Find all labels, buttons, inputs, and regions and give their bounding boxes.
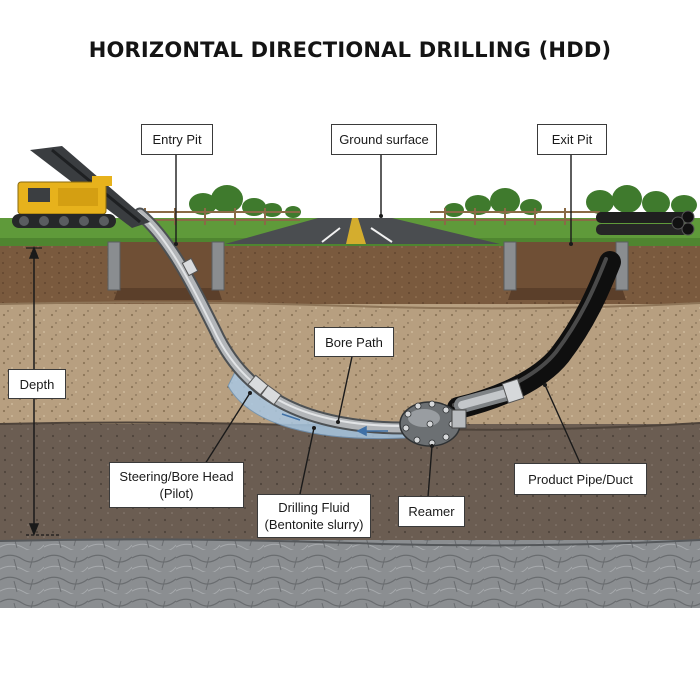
bore-path-text: Bore Path xyxy=(325,334,383,350)
steering-head-text-2: (Pilot) xyxy=(159,486,194,501)
ground-surface-label: Ground surface xyxy=(331,124,437,155)
ground-surface-text: Ground surface xyxy=(339,132,429,147)
bore-path-label: Bore Path xyxy=(314,327,394,357)
pipe-stack xyxy=(596,210,695,236)
product-pipe-label: Product Pipe/Duct xyxy=(514,463,647,495)
exit-pit-label: Exit Pit xyxy=(537,124,607,155)
fluid-flow-arrows xyxy=(281,413,388,437)
drill-rig xyxy=(12,146,150,228)
diagram-title: HORIZONTAL DIRECTIONAL DRILLING (HDD) xyxy=(88,38,612,62)
reamer-text: Reamer xyxy=(408,504,455,519)
drilling-fluid-text-2: (Bentonite slurry) xyxy=(264,517,364,532)
entry-pit-label: Entry Pit xyxy=(141,124,213,155)
ground-surface xyxy=(0,185,700,246)
steering-head-label: Steering/Bore Head (Pilot) xyxy=(109,462,244,508)
reamer-label: Reamer xyxy=(398,496,465,527)
leader-lines xyxy=(175,154,581,498)
depth-label: Depth xyxy=(8,369,66,399)
product-pipe-text: Product Pipe/Duct xyxy=(528,471,633,487)
reamer-tool xyxy=(399,400,467,447)
depth-text: Depth xyxy=(19,376,55,392)
entry-pit-text: Entry Pit xyxy=(152,132,202,147)
fence-left xyxy=(130,208,300,225)
exit-pit-text: Exit Pit xyxy=(551,132,593,147)
drilling-fluid-label: Drilling Fluid (Bentonite slurry) xyxy=(257,494,371,538)
drilling-fluid-text-1: Drilling Fluid xyxy=(278,500,350,515)
pipe-joints xyxy=(181,257,282,406)
road xyxy=(225,218,500,244)
steering-head-text-1: Steering/Bore Head xyxy=(119,469,234,484)
